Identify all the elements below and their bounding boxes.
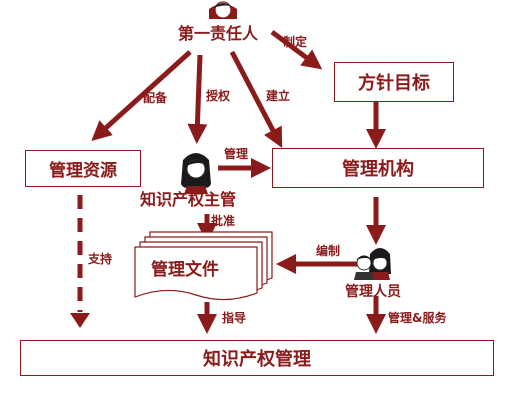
arrow-establish-policy (270, 29, 323, 70)
person-icon (209, 1, 237, 19)
top-person-label: 第一责任人 (178, 24, 259, 43)
staff-label: 管理人员 (345, 284, 401, 300)
arrow-allocate (91, 50, 192, 142)
edge-label-manage: 管理 (224, 147, 249, 161)
organization-label: 管理机构 (342, 159, 414, 180)
edge-label-build: 建立 (266, 89, 291, 103)
arrow-build (229, 50, 283, 148)
resources-label: 管理资源 (49, 161, 117, 181)
edge-label-support: 支持 (88, 252, 113, 266)
person-icon (354, 255, 374, 280)
arrow-support-head (70, 313, 90, 328)
edge-label-management-service: 管理&服务 (388, 311, 447, 325)
person-icon (181, 153, 211, 194)
edge-label-compile: 编制 (316, 244, 341, 258)
manager-label: 知识产权主管 (140, 190, 237, 209)
edge-label-authorize: 授权 (206, 89, 231, 103)
edge-label-guide: 指导 (222, 311, 247, 325)
policy-label: 方针目标 (358, 73, 430, 94)
organization-box: 管理机构 (272, 148, 484, 188)
documents-stack (134, 231, 273, 301)
person-icon (369, 248, 391, 280)
documents-label: 管理文件 (151, 260, 219, 280)
edge-label-establish: 制定 (283, 35, 308, 49)
arrow-authorize (187, 54, 208, 144)
edge-label-allocate: 配备 (143, 91, 168, 105)
bottom-box: 知识产权管理 (20, 340, 494, 376)
resources-box: 管理资源 (25, 150, 141, 187)
edge-label-approve: 批准 (211, 214, 236, 228)
policy-box: 方针目标 (334, 62, 454, 102)
bottom-label: 知识产权管理 (203, 349, 311, 370)
